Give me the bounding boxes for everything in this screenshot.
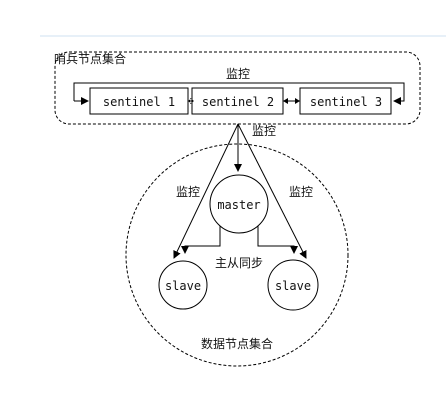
data-group-label: 数据节点集合	[201, 336, 273, 351]
data-group-border	[125, 143, 349, 367]
sentinel-3-box	[299, 87, 392, 115]
link-s2-s3-arrows	[283, 98, 300, 104]
monitor-down-label: 监控	[252, 124, 276, 138]
sentinel-group-border	[54, 51, 421, 125]
sync-left-path	[181, 226, 221, 254]
master-node	[209, 174, 269, 234]
master-label: master	[217, 198, 260, 212]
top-monitor-loop-right	[73, 82, 405, 105]
sentinel-1-box	[89, 87, 189, 115]
monitor-slave-left-arrow	[173, 123, 239, 259]
top-monitor-label: 监控	[226, 67, 250, 81]
slave-right-node	[267, 259, 319, 311]
monitor-left-label: 监控	[176, 185, 200, 199]
sentinel-3-label: sentinel 3	[310, 95, 382, 109]
monitor-slave-right-arrow	[237, 123, 307, 259]
link-s1-s2-arrows	[188, 98, 194, 104]
sentinel-group-label: 哨兵节点集合	[54, 51, 126, 66]
monitor-right-label: 监控	[289, 185, 313, 199]
sentinel-2-label: sentinel 2	[202, 95, 274, 109]
slave-left-node	[158, 260, 208, 310]
sync-right-path	[257, 226, 298, 254]
sync-label: 主从同步	[215, 256, 263, 270]
slave-left-label: slave	[165, 279, 201, 293]
slave-right-label: slave	[275, 279, 311, 293]
sentinel-1-label: sentinel 1	[103, 95, 175, 109]
